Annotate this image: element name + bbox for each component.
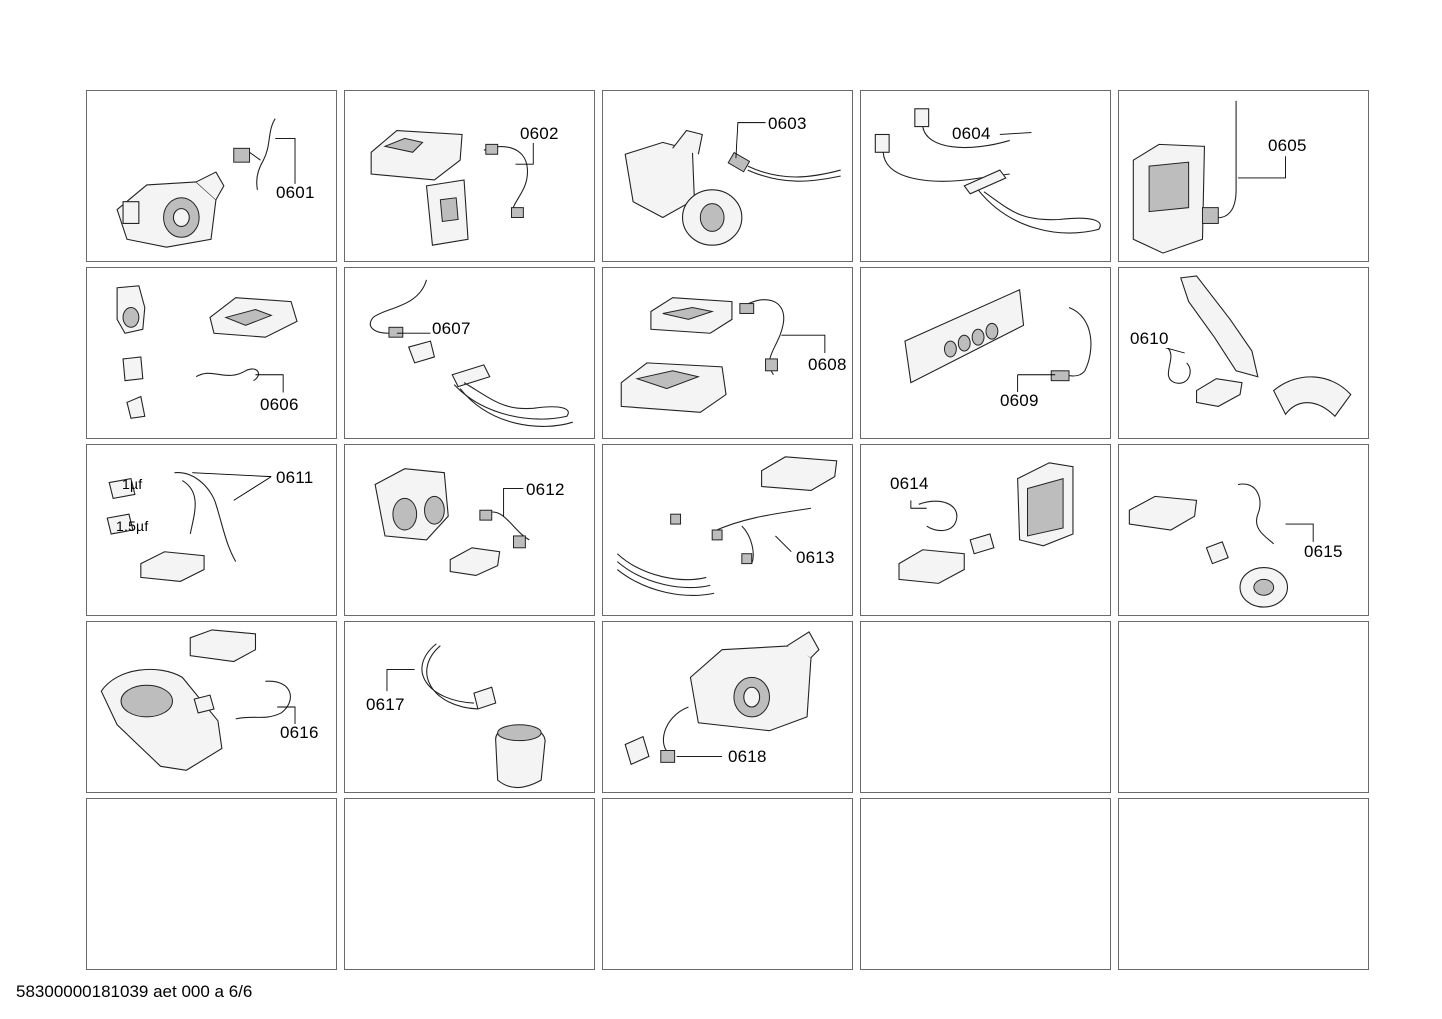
part-label-0602: 0602	[519, 124, 560, 143]
part-label-0611: 0611	[275, 468, 315, 487]
motor-illustration	[116, 118, 276, 248]
part-cell-0616[interactable]: 0616	[86, 621, 337, 793]
part-cell-0617[interactable]: 0617	[344, 621, 595, 793]
part-cell-0610[interactable]: 0610	[1118, 267, 1369, 439]
part-cell-0607[interactable]: 0607	[344, 267, 595, 439]
capacitor-2-rating: 1.5µf	[116, 518, 149, 534]
part-label-0604: 0604	[951, 124, 992, 143]
document-footer: 58300000181039 aet 000 a 6/6	[16, 982, 253, 1001]
part-label-0618: 0618	[727, 747, 768, 766]
part-cell-0618[interactable]: 0618	[602, 621, 853, 793]
part-label-0617: 0617	[365, 695, 406, 714]
pressure-sensor-illustration	[421, 643, 546, 789]
part-cell-0613[interactable]: 0613	[602, 444, 853, 616]
part-cell-0615[interactable]: 0615	[1118, 444, 1369, 616]
part-cell-0609[interactable]: 0609	[860, 267, 1111, 439]
drain-pump-illustration	[624, 129, 841, 246]
empty-cell-r5c4	[860, 798, 1111, 970]
part-cell-0601[interactable]: 0601	[86, 90, 337, 262]
part-label-0613: 0613	[795, 548, 836, 567]
part-cell-0608[interactable]: 0608	[602, 267, 853, 439]
motor-sensor-illustration	[624, 631, 820, 766]
exploded-parts-grid: 0601 0602 0603	[86, 90, 1369, 970]
part-label-0615: 0615	[1303, 542, 1344, 561]
part-cell-0603[interactable]: 0603	[602, 90, 853, 262]
valve-harness-illustration	[374, 468, 530, 577]
part-label-0601: 0601	[275, 183, 316, 202]
control-module-illustration	[370, 129, 528, 246]
part-cell-0605[interactable]: 0605	[1118, 90, 1369, 262]
part-label-0605: 0605	[1267, 136, 1308, 155]
part-label-0608: 0608	[807, 355, 848, 374]
part-label-0614: 0614	[889, 474, 930, 493]
blower-housing-illustration	[100, 629, 291, 771]
part-label-0603: 0603	[767, 114, 808, 133]
electronic-module-illustration	[1132, 100, 1237, 254]
part-cell-0612[interactable]: 0612	[344, 444, 595, 616]
part-cell-0614[interactable]: 0614	[860, 444, 1111, 616]
part-label-0607: 0607	[431, 319, 472, 338]
part-label-0606: 0606	[259, 395, 300, 414]
part-label-0610: 0610	[1129, 329, 1170, 348]
part-label-0616: 0616	[279, 723, 320, 742]
pcb-board-illustration	[904, 288, 1092, 384]
valve-and-module-illustration	[116, 285, 298, 419]
capacitors-harness-illustration	[106, 472, 237, 582]
part-cell-0604[interactable]: 0604	[860, 90, 1111, 262]
empty-cell-r5c5	[1118, 798, 1369, 970]
part-label-0609: 0609	[999, 391, 1040, 410]
heater-harness-illustration	[874, 108, 1101, 234]
empty-cell-r4c4	[860, 621, 1111, 793]
part-cell-0602[interactable]: 0602	[344, 90, 595, 262]
part-cell-0606[interactable]: 0606	[86, 267, 337, 439]
part-label-0612: 0612	[525, 480, 566, 499]
capacitor-1-rating: 1µf	[122, 476, 143, 492]
module-harness-illustration	[620, 297, 785, 413]
empty-cell-r5c3	[602, 798, 853, 970]
heater-and-harness-illustration	[616, 456, 838, 596]
empty-cell-r4c5	[1118, 621, 1369, 793]
housing-and-harness-illustration	[898, 462, 1074, 584]
air-duct-illustration	[1166, 275, 1352, 418]
empty-cell-r5c1	[86, 798, 337, 970]
empty-cell-r5c2	[344, 798, 595, 970]
part-cell-0611[interactable]: 0611 1µf 1.5µf	[86, 444, 337, 616]
heater-element-illustration	[369, 279, 573, 427]
fan-and-harness-illustration	[1128, 483, 1289, 608]
